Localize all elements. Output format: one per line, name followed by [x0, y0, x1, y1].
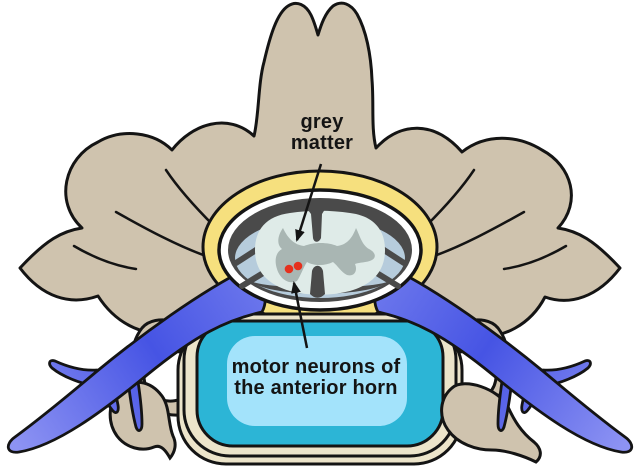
- spinal-canal: [217, 188, 423, 312]
- vertebral-body-disc: [176, 312, 464, 466]
- label-motor-neurons-line2: the anterior horn: [234, 377, 398, 399]
- disc-inner: [227, 336, 407, 426]
- posterior-median-septum: [305, 203, 327, 242]
- spinal-nerve-right: [373, 266, 634, 454]
- label-motor-neurons-line1: motor neurons of: [231, 356, 401, 378]
- spinal-nerve-left: [6, 266, 267, 454]
- label-grey-matter: grey matter: [291, 112, 353, 154]
- grey-matter-arrow: [295, 163, 323, 242]
- motor-neurons-arrow: [291, 281, 309, 349]
- motor-neuron-dots: [284, 261, 303, 274]
- annotation-arrows: [291, 163, 323, 349]
- anterior-median-fissure: [310, 265, 325, 298]
- label-grey-matter-line2: matter: [290, 132, 354, 154]
- label-grey-matter-line1: grey: [300, 111, 344, 133]
- label-motor-neurons: motor neurons of the anterior horn: [232, 357, 401, 399]
